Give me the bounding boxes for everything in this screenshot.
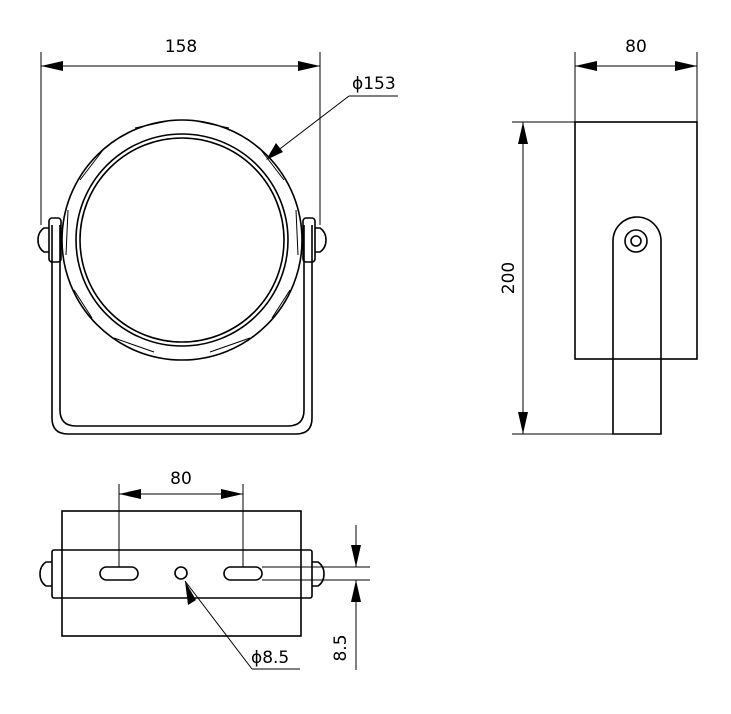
bottom-left-knob [39, 561, 52, 587]
ring-slot [260, 149, 285, 181]
bottom-slot-spacing-label: 80 [170, 469, 192, 489]
pivot-bolt-outer [624, 229, 648, 253]
bottom-right-knob [312, 561, 325, 587]
dim-arrowhead [518, 122, 528, 144]
lamp-lens [79, 137, 285, 343]
front-width-dimension: 158 [40, 37, 321, 225]
bottom-thickness-dimension: 8.5 [262, 525, 370, 670]
bottom-housing [61, 510, 302, 637]
front-right-knob [315, 227, 327, 253]
ring-slot [295, 209, 299, 256]
dim-arrowhead [575, 61, 597, 71]
bottom-thickness-label: 8.5 [331, 634, 351, 661]
bottom-bracket-plate [51, 549, 313, 599]
ring-slot [113, 337, 155, 353]
ring-slot [73, 289, 93, 319]
side-height-dimension: 200 [499, 121, 613, 435]
front-left-knob [37, 227, 49, 253]
front-width-label: 158 [165, 37, 197, 57]
dim-arrowhead [119, 489, 141, 499]
ring-slot [209, 337, 251, 353]
lamp-ring-inner-edge [75, 133, 289, 347]
bottom-left-slot [99, 566, 139, 581]
front-diameter-label: ϕ153 [352, 74, 396, 94]
side-width-dimension: 80 [574, 37, 698, 122]
ring-slot [134, 120, 169, 129]
bottom-slot-spacing-dimension: 80 [118, 469, 244, 567]
side-width-label: 80 [625, 37, 647, 57]
front-bracket-inner [59, 225, 305, 427]
dim-arrowhead [351, 580, 361, 602]
ring-slot [65, 209, 69, 256]
dim-arrowhead [518, 412, 528, 434]
bottom-center-hole [174, 566, 188, 580]
dim-arrowhead [185, 581, 196, 605]
side-bracket-arm [612, 216, 662, 435]
dim-arrowhead [41, 61, 63, 71]
dim-arrowhead [675, 61, 697, 71]
side-housing [574, 121, 698, 360]
front-diameter-leader: ϕ153 [266, 74, 398, 160]
pivot-bolt-inner [630, 235, 642, 247]
side-view [574, 121, 698, 435]
dim-arrowhead [298, 61, 320, 71]
ring-slot [79, 149, 104, 181]
front-bracket-outer [51, 225, 313, 435]
side-height-label: 200 [499, 262, 519, 294]
dim-arrowhead [221, 489, 243, 499]
bottom-view [39, 510, 325, 637]
dim-arrowhead [266, 143, 283, 160]
front-right-plate [302, 217, 316, 263]
ring-slot [195, 120, 230, 129]
dim-arrowhead [351, 545, 361, 567]
lamp-outer-ring [61, 119, 303, 361]
ring-slot [271, 289, 291, 319]
front-left-plate [48, 217, 62, 263]
bottom-hole-leader: ϕ8.5 [184, 580, 300, 670]
bottom-right-slot [223, 566, 263, 581]
front-view [37, 119, 327, 435]
bottom-hole-diameter-label: ϕ8.5 [251, 648, 289, 668]
